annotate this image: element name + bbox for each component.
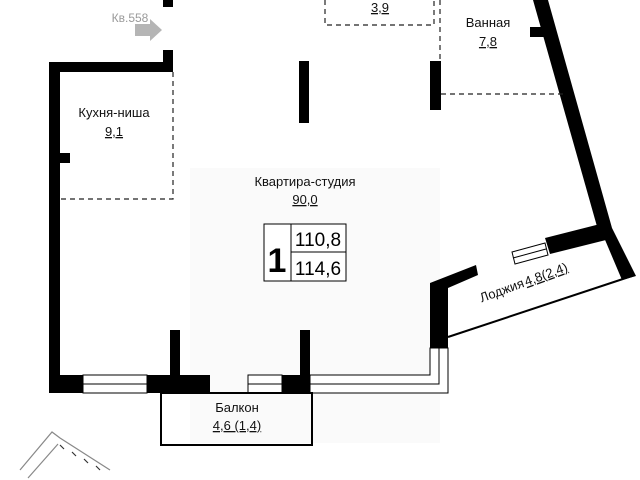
studio-area: 90,0 [292,192,317,207]
loggia-name: Лоджия [478,275,526,305]
building-key-plan [19,431,111,479]
apartment-ref-label: Кв.558 [112,11,149,25]
balcony-outline [160,392,313,446]
walls [49,0,636,393]
balcony-name: Балкон [215,400,259,415]
area-summary-box: 1 110,8 114,6 [263,223,347,282]
studio-shading [190,168,440,443]
bathroom-name: Ванная [466,15,511,30]
balcony-area: 4,6 (1,4) [213,418,261,433]
kitchen-name: Кухня-ниша [78,105,150,120]
room-count: 1 [268,242,287,280]
entrance-arrow-icon [135,19,162,41]
dashed-boundaries [60,0,563,200]
studio-name: Квартира-студия [254,174,355,189]
bathroom-area: 7,8 [479,34,497,49]
loggia-area: 4,8(2,4) [522,260,569,289]
living-area-total: 110,8 [295,230,341,251]
kitchen-area: 9,1 [105,124,123,139]
storage-area: 3,9 [371,0,389,15]
total-area: 114,6 [295,259,341,280]
